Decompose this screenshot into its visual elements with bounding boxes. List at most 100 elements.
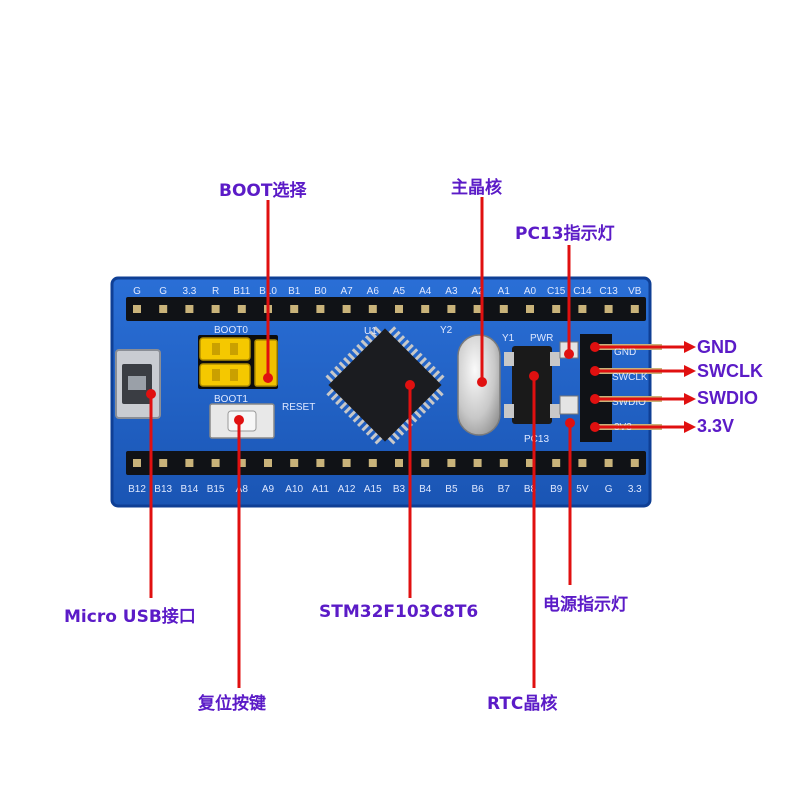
header-pin <box>133 305 141 313</box>
header-pin <box>421 459 430 467</box>
header-pin <box>526 459 534 467</box>
silk-swd-clk: SWCLK <box>612 372 648 383</box>
boot-jumper-1 <box>199 363 251 387</box>
label-reset-button: 复位按键 <box>198 694 266 714</box>
header-pin <box>316 305 325 313</box>
mcu-pin <box>329 370 339 379</box>
silk-bottom-label: B9 <box>550 484 563 495</box>
silk-boot1: BOOT1 <box>214 394 248 405</box>
mcu-pin <box>325 374 334 384</box>
silk-swd-dio: SWDIO <box>612 397 646 408</box>
silk-top-label: B11 <box>233 286 250 297</box>
header-pin <box>368 305 377 313</box>
header-pin <box>237 459 246 467</box>
mcu-pin <box>391 431 400 441</box>
header-pin <box>264 459 272 467</box>
callout-dots <box>146 342 600 432</box>
header-pin <box>499 305 508 313</box>
mcu-pin <box>417 405 427 414</box>
header-pin <box>473 459 482 467</box>
label-main-crystal: 主晶核 <box>451 178 502 198</box>
silk-top-label: VB <box>628 286 642 297</box>
mcu-pin <box>330 392 340 401</box>
header-pin <box>447 305 456 313</box>
silk-top-label: B1 <box>288 286 301 297</box>
header-pin <box>211 459 220 467</box>
mcu-pin <box>427 365 436 375</box>
silk-top-label: A0 <box>524 286 537 297</box>
mcu-pin <box>435 387 444 397</box>
label-swclk: SWCLK <box>697 361 763 381</box>
label-pc13-led: PC13指示灯 <box>515 224 615 244</box>
label-micro-usb: Micro USB接口 <box>64 607 196 627</box>
mcu-pin <box>338 361 348 370</box>
mcu-pin <box>342 356 352 366</box>
header-pin <box>578 305 587 313</box>
label-gnd: GND <box>697 337 737 357</box>
mcu-pin <box>414 352 423 362</box>
mcu-pin <box>364 335 374 344</box>
rtc-crystal <box>512 346 552 424</box>
mcu-pin <box>422 361 432 370</box>
silk-bottom-label: B5 <box>445 484 458 495</box>
silk-top-label: A1 <box>498 286 511 297</box>
header-pin <box>342 305 351 313</box>
silk-bottom-label: B14 <box>181 484 199 495</box>
header-pin <box>316 459 325 467</box>
silk-bottom-label: B7 <box>498 484 511 495</box>
silk-bottom-label: A11 <box>312 484 329 495</box>
silk-top-label: B0 <box>314 286 327 297</box>
mcu-pin <box>373 326 383 335</box>
mcu-pin <box>395 427 405 436</box>
mcu-pin <box>386 436 396 445</box>
mcu-pin <box>351 348 361 357</box>
header-pin <box>342 459 351 467</box>
mcu-pin <box>360 339 370 348</box>
label-33v: 3.3V <box>697 416 735 436</box>
mcu-pin <box>422 400 431 410</box>
header-pin <box>447 459 456 467</box>
mcu-pin <box>413 409 422 419</box>
silk-u1: U1 <box>364 326 377 337</box>
mcu-pin <box>370 431 379 441</box>
mcu-pin <box>387 326 397 335</box>
silk-bottom-label: A15 <box>364 484 382 495</box>
mcu-pin <box>361 422 370 432</box>
mcu-pin <box>409 348 419 357</box>
silk-top-label: A2 <box>471 286 484 297</box>
mcu-pin <box>365 427 375 436</box>
silk-bottom-label: A9 <box>262 484 275 495</box>
boot-jumper-0 <box>199 337 251 361</box>
header-pin <box>237 305 246 313</box>
callout-arrows <box>684 341 696 433</box>
mcu-pin <box>374 436 384 445</box>
silk-y2: Y2 <box>440 325 453 336</box>
mcu-pin <box>352 414 362 423</box>
silk-top-label: G <box>133 286 141 297</box>
silk-bottom-label: B4 <box>419 484 432 495</box>
silk-top-label: 3.3 <box>182 286 196 297</box>
mcu-pin <box>418 356 428 366</box>
silk-pc13: PC13 <box>524 434 549 445</box>
silk-boot0: BOOT0 <box>214 325 248 336</box>
mcu-pin <box>335 396 344 406</box>
silk-top-label: C14 <box>573 286 592 297</box>
header-pin <box>604 305 613 313</box>
mcu-pin <box>396 335 406 344</box>
label-power-led: 电源指示灯 <box>543 595 628 615</box>
label-rtc-crystal: RTC晶核 <box>487 694 558 714</box>
bottom-header <box>126 451 646 475</box>
header-pin <box>159 459 168 467</box>
header-pin <box>499 459 508 467</box>
header-pin <box>473 305 482 313</box>
mcu-pin <box>431 370 441 379</box>
mcu-pin <box>430 392 440 401</box>
silk-reset: RESET <box>282 402 315 413</box>
header-pin <box>185 459 194 467</box>
label-swdio: SWDIO <box>697 388 758 408</box>
silk-top-label: A3 <box>445 286 458 297</box>
silk-top-label: C15 <box>547 286 566 297</box>
header-pin <box>630 305 639 313</box>
